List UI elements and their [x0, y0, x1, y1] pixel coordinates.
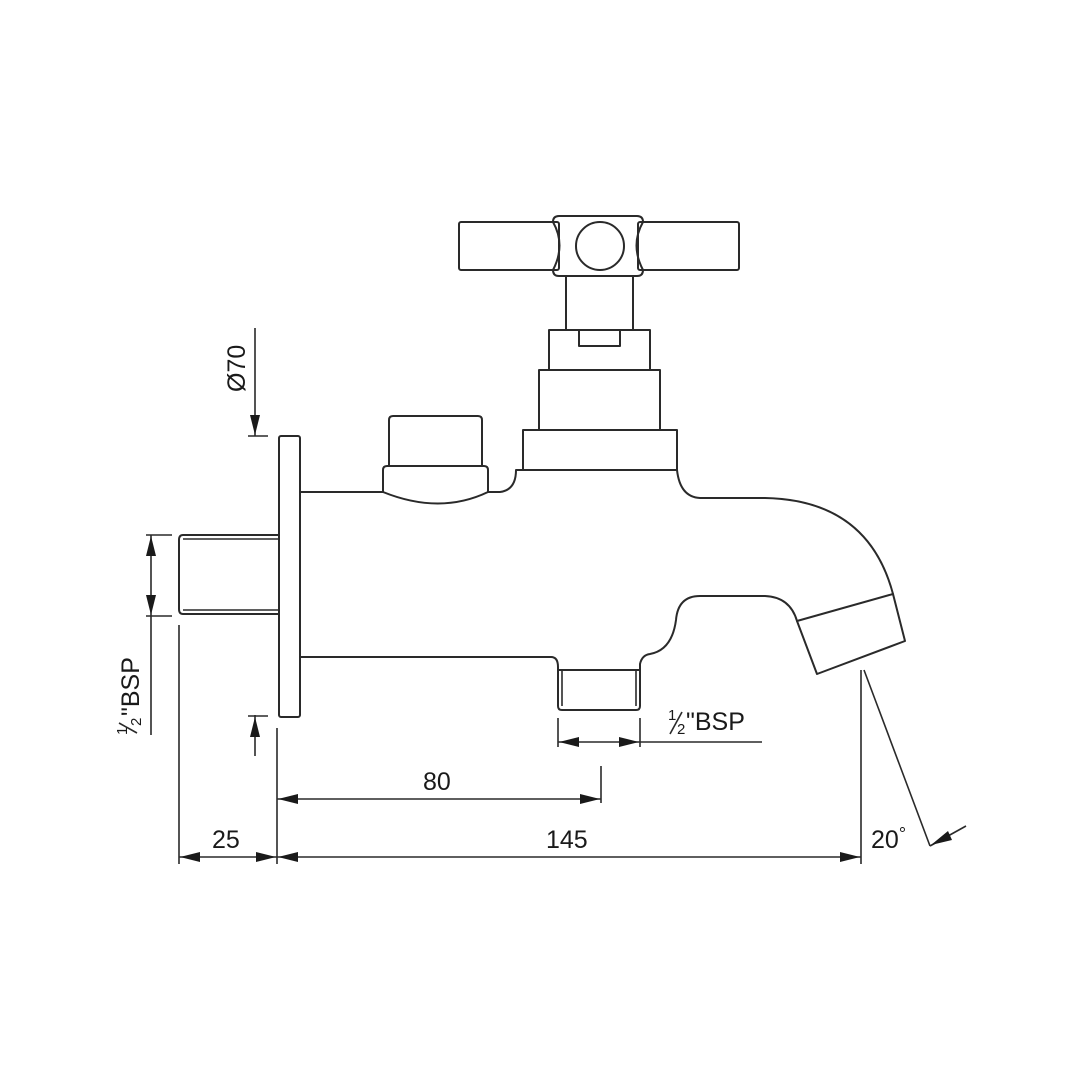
dimension-spout-projection: 145 — [277, 826, 861, 862]
dimension-outlet-thread: 1 2 "BSP — [557, 707, 762, 747]
bonnet — [522, 329, 678, 471]
degree-symbol: ° — [899, 824, 906, 844]
spindle — [565, 275, 634, 331]
tap-body — [299, 469, 894, 671]
inlet-fraction-num: 1 — [114, 727, 131, 735]
dimension-inlet-length: 25 — [179, 826, 277, 862]
bottom-outlet — [557, 669, 641, 711]
outlet-fraction-num: 1 — [668, 707, 676, 724]
spout-projection-label: 145 — [546, 826, 588, 854]
auxiliary-fitting-cap — [382, 415, 489, 505]
dimension-inlet-thread: 1 2 "BSP — [114, 534, 172, 735]
inlet-length-label: 25 — [212, 826, 240, 854]
svg-text:20°: 20° — [871, 824, 906, 854]
spout-angle-label: 20 — [871, 826, 899, 854]
outlet-position-label: 80 — [423, 768, 451, 796]
inlet-thread-label: "BSP — [117, 657, 145, 716]
inlet-fraction-den: 2 — [128, 718, 145, 726]
outlet-thread-label: "BSP — [686, 708, 745, 736]
flange-diameter-label: Ø70 — [223, 345, 251, 392]
aerator — [796, 593, 906, 675]
wall-flange — [278, 435, 301, 718]
cross-handle — [458, 215, 740, 277]
outlet-fraction-den: 2 — [677, 721, 685, 738]
dimension-spout-angle: 20° — [863, 669, 967, 854]
inlet-thread — [178, 534, 280, 615]
dimension-outlet-position: 80 — [277, 768, 601, 804]
dimension-flange-diameter: Ø70 — [223, 328, 268, 756]
